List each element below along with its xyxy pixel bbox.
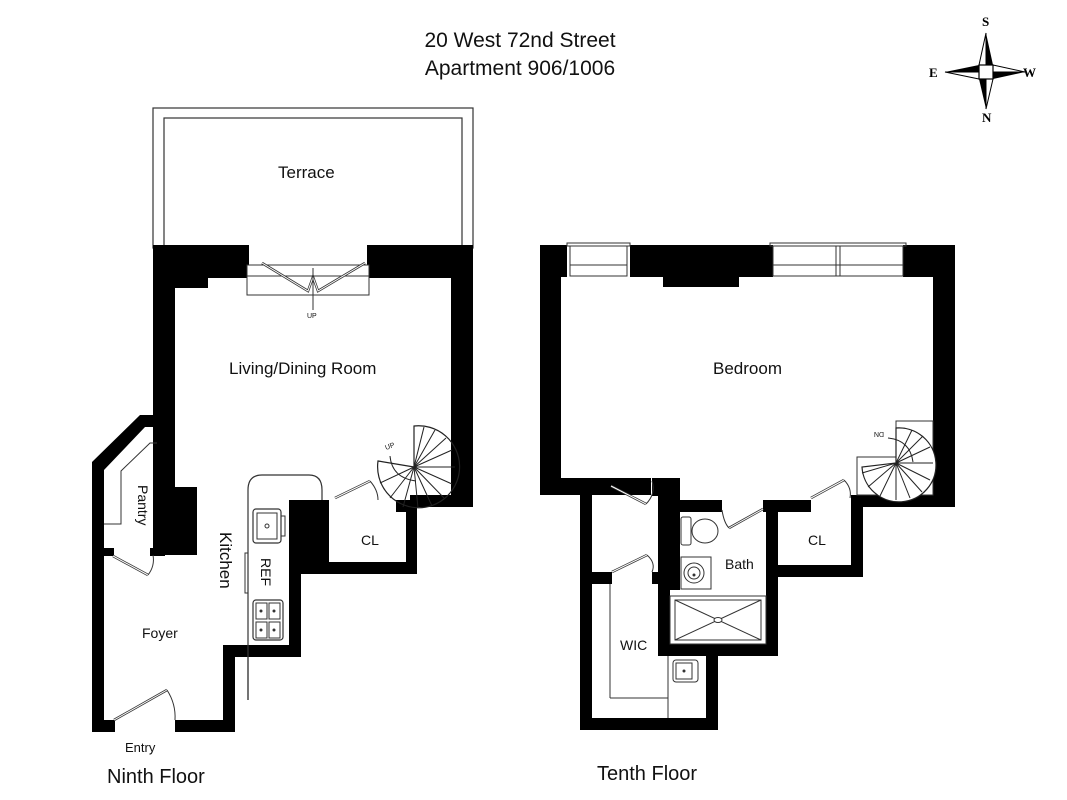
terrace-label: Terrace [278, 163, 335, 182]
spiral-stairs-down: DN [856, 420, 937, 503]
spiral-stairs-up-label: UP [384, 442, 396, 452]
compass-s: S [982, 14, 989, 29]
pantry-label: Pantry [135, 485, 151, 525]
bath-label: Bath [725, 556, 754, 572]
foyer-label: Foyer [142, 625, 178, 641]
compass-rose-icon: S N E W [929, 14, 1036, 125]
spiral-stairs-down-label: DN [874, 430, 884, 437]
compass-e: E [929, 65, 938, 80]
entry-label: Entry [125, 740, 156, 755]
spiral-stairs-up: UP [377, 425, 461, 509]
living-dining-label: Living/Dining Room [229, 359, 376, 378]
tenth-floor-plan: DN Bedroom Bath CL WIC Tenth Floor [540, 242, 955, 785]
apartment-title: Apartment 906/1006 [424, 57, 616, 80]
terrace-outline [152, 107, 474, 249]
ninth-floor-plan: UP [92, 107, 474, 788]
compass-w: W [1023, 65, 1036, 80]
ninth-floor-label: Ninth Floor [107, 766, 205, 788]
refrigerator-label: REF [258, 558, 274, 586]
kitchen-label: Kitchen [216, 532, 235, 589]
terrace-stairs-up-label: UP [307, 313, 317, 320]
address-title: 20 West 72nd Street [424, 29, 616, 52]
tenth-closet-label: CL [808, 532, 826, 548]
walk-in-closet-label: WIC [620, 637, 647, 653]
tenth-floor-label: Tenth Floor [597, 763, 697, 785]
compass-n: N [982, 110, 992, 125]
bedroom-label: Bedroom [713, 359, 782, 378]
ninth-closet-label: CL [361, 532, 379, 548]
